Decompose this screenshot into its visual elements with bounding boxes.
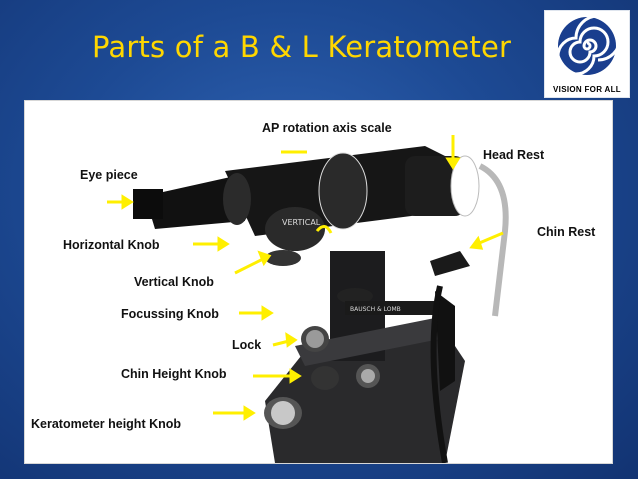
dial-text: VERTICAL xyxy=(282,218,321,227)
label-ap-rotation-axis-scale: AP rotation axis scale xyxy=(262,121,392,135)
label-vertical-knob: Vertical Knob xyxy=(134,275,214,289)
label-horizontal-knob: Horizontal Knob xyxy=(63,238,160,252)
label-chin-rest: Chin Rest xyxy=(537,225,596,239)
label-chin-height-knob: Chin Height Knob xyxy=(121,367,227,381)
spiral-eye-icon xyxy=(556,14,622,76)
slide-title: Parts of a B & L Keratometer xyxy=(92,30,512,64)
keratometer-photo: VERTICAL BAUSCH & LOMB AP rotation axis … xyxy=(24,100,613,464)
logo-text: VISION FOR ALL xyxy=(553,85,621,94)
vision-for-all-logo: VISION FOR ALL xyxy=(544,10,630,98)
label-keratometer-height-knob: Keratometer height Knob xyxy=(31,417,182,431)
label-head-rest: Head Rest xyxy=(483,148,545,162)
label-focussing-knob: Focussing Knob xyxy=(121,307,219,321)
label-eye-piece: Eye piece xyxy=(80,168,138,182)
label-lock: Lock xyxy=(232,338,262,352)
brand-text: BAUSCH & LOMB xyxy=(350,306,401,313)
